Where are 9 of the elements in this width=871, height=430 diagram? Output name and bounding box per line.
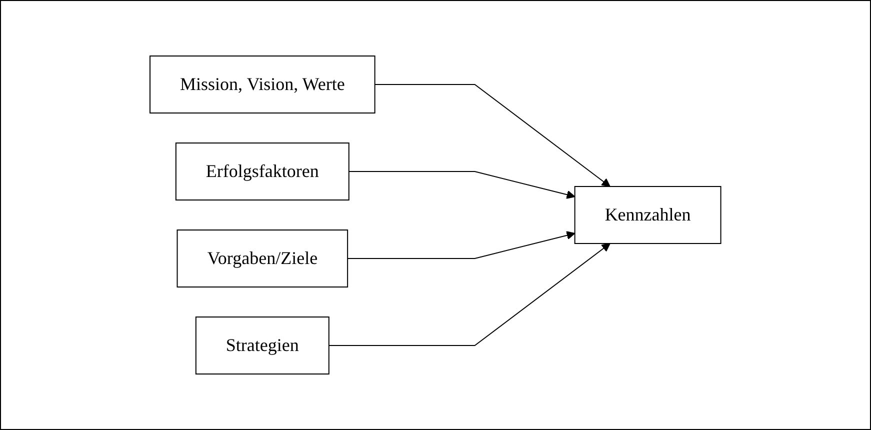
node-box: Mission, Vision, Werte xyxy=(150,56,376,114)
node-box: Strategien xyxy=(196,316,330,374)
arrow xyxy=(347,231,576,259)
node-box: Kennzahlen xyxy=(574,186,722,244)
arrow xyxy=(374,84,611,187)
arrow xyxy=(348,171,576,199)
arrow xyxy=(328,243,611,346)
node-box: Erfolgsfaktoren xyxy=(176,142,350,200)
node-box: Vorgaben/Ziele xyxy=(176,230,348,288)
